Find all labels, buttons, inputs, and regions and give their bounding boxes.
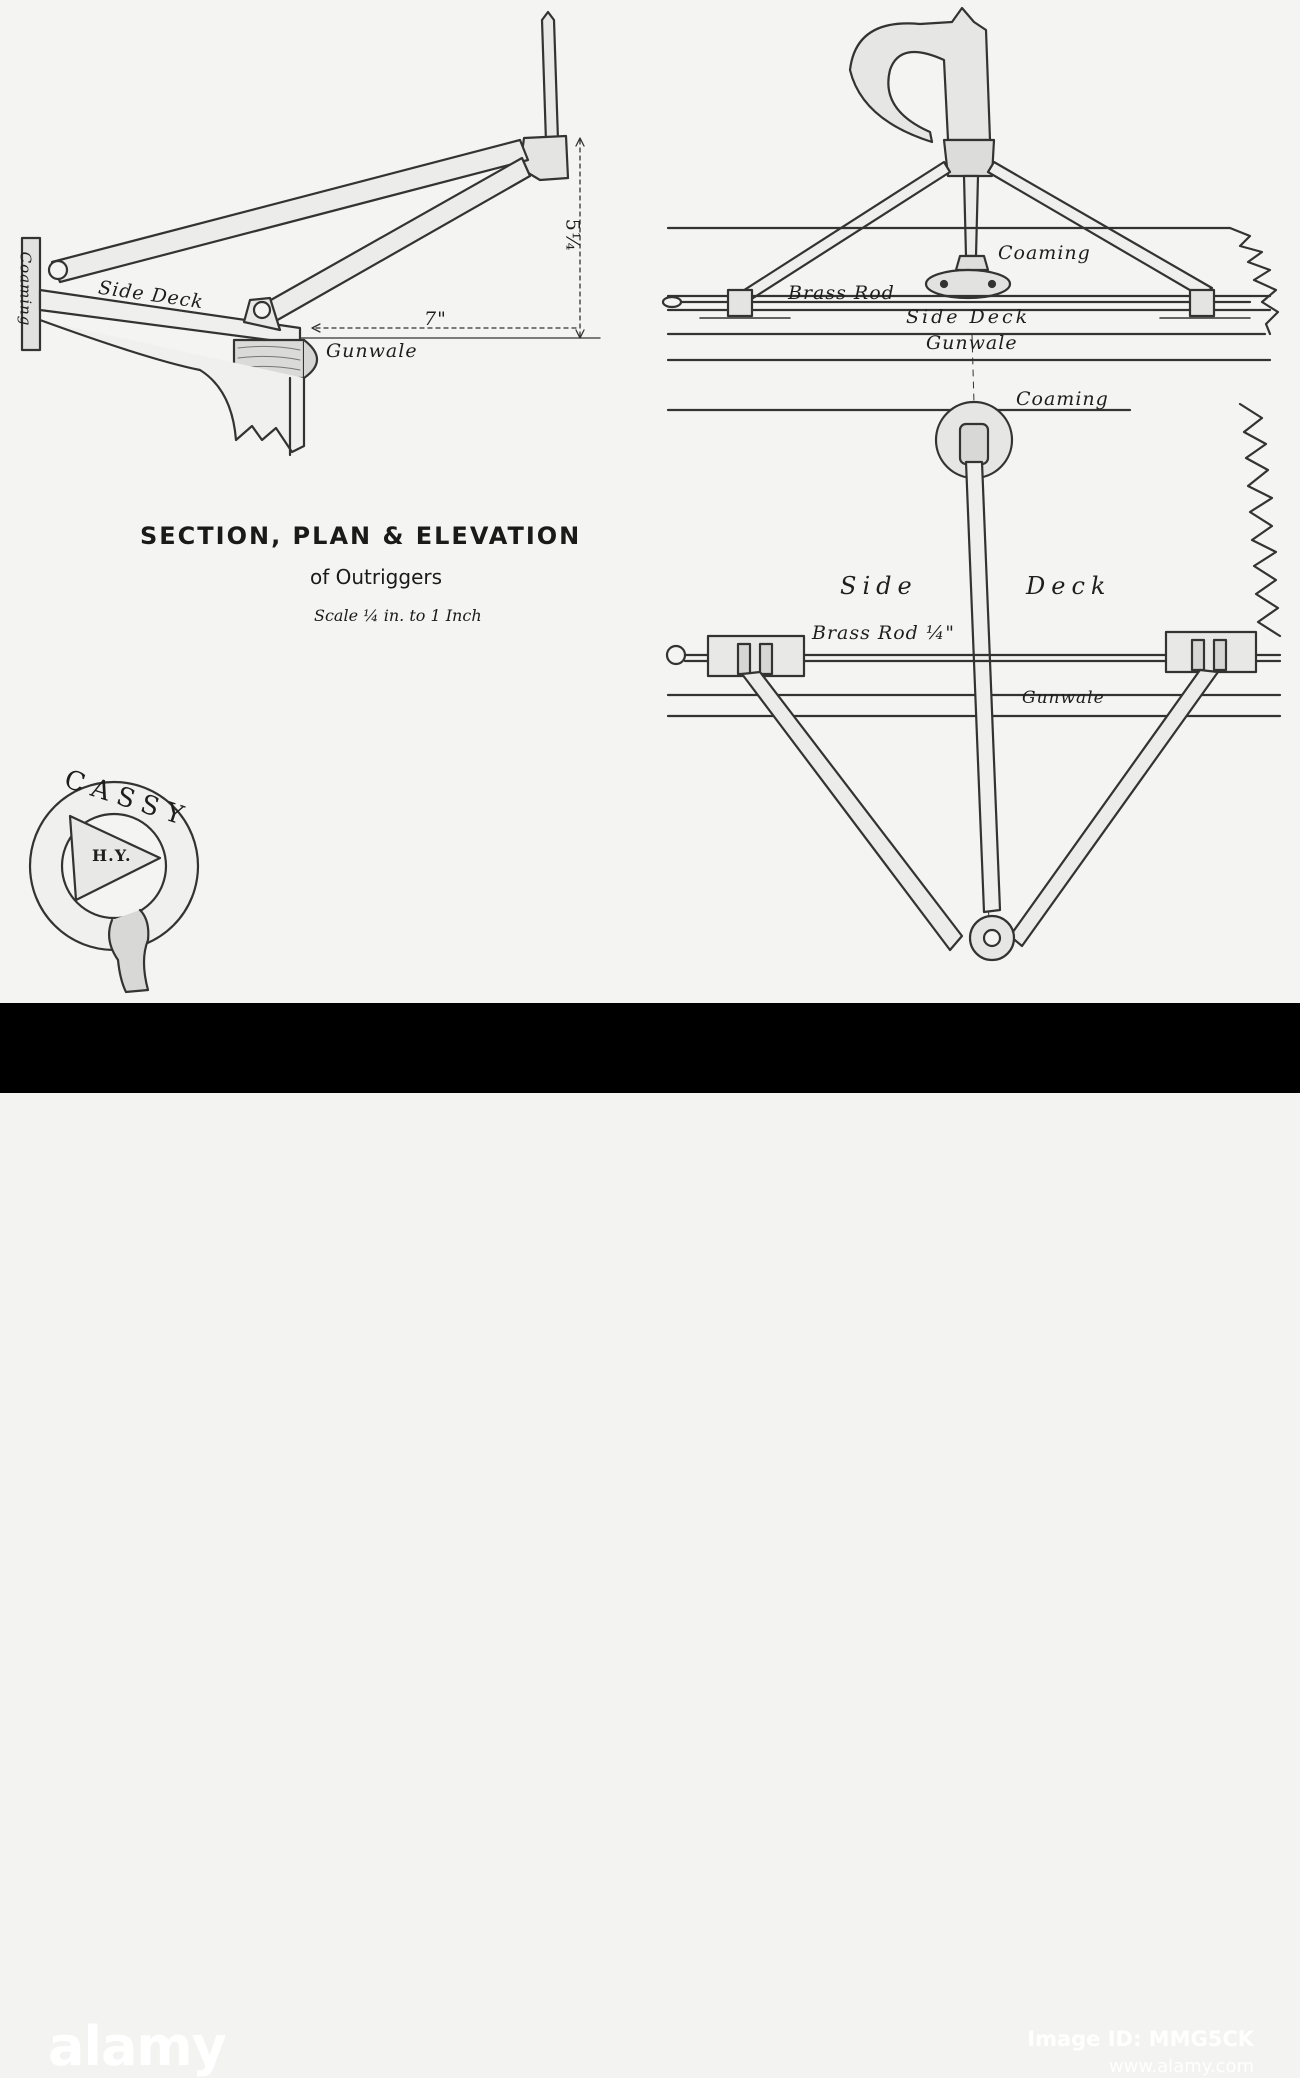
diagram-title: SECTION, PLAN & ELEVATION: [140, 522, 582, 550]
diagram-subtitle: of Outriggers: [310, 565, 443, 589]
scale-note: Scale ¼ in. to 1 Inch: [314, 606, 482, 625]
outrigger-drawing: [20, 6, 1282, 994]
emblem-pennant-text: H.Y.: [92, 846, 132, 865]
site-url: www.alamy.com: [1108, 2056, 1254, 2077]
plan-gunwale-label: Gunwale: [1022, 688, 1105, 708]
elevation-brass-rod-label: Brass Rod: [788, 282, 895, 304]
plan-brass-rod-label: Brass Rod ¼": [812, 622, 956, 644]
elevation-view: [661, 6, 1280, 362]
watermark-footer: alamy Image ID: MMG5CK www.alamy.com: [0, 1003, 1300, 2078]
section-height-dimension: 5¼: [561, 218, 584, 252]
brand-logo: alamy: [48, 2015, 227, 2078]
elevation-side-deck-label: Side Deck: [906, 306, 1031, 328]
engraving-plate: Coaming Side Deck 5¼ 7" Gunwale Coaming …: [0, 0, 1300, 1003]
plan-deck-label: Deck: [1026, 572, 1112, 600]
elevation-gunwale-label: Gunwale: [926, 332, 1018, 354]
section-coaming-label: Coaming: [16, 251, 35, 327]
section-view: [20, 10, 601, 457]
elevation-coaming-label: Coaming: [998, 242, 1091, 264]
cassy-emblem: [28, 780, 200, 994]
section-gunwale-label: Gunwale: [326, 340, 418, 362]
plan-view: [665, 333, 1282, 962]
section-width-dimension: 7": [424, 308, 447, 330]
plan-side-label: Side: [840, 572, 918, 600]
image-id: Image ID: MMG5CK: [1027, 2027, 1254, 2051]
plan-coaming-label: Coaming: [1016, 388, 1109, 410]
